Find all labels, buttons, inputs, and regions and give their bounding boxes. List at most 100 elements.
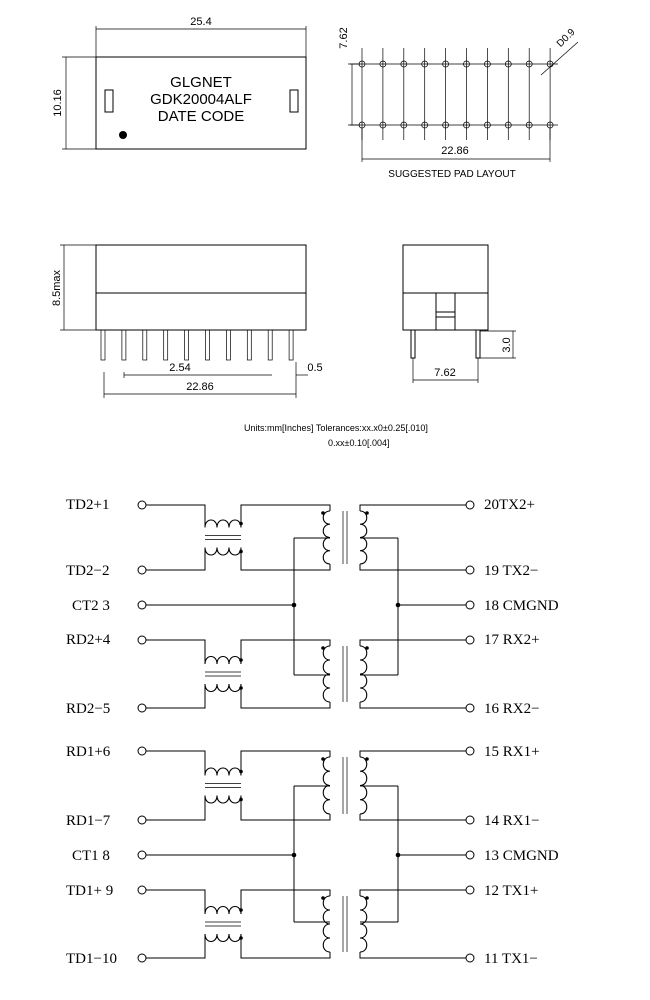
pad (379, 60, 387, 68)
pad-grid (348, 48, 558, 140)
tolerance-note-2: 0.xx±0.10[.004] (328, 438, 389, 448)
side-view-pins (100, 329, 294, 361)
tolerance-note-1: Units:mm[Inches] Tolerances:xx.x0±0.25[.… (244, 423, 428, 433)
junction-dot (395, 852, 401, 858)
right-pin-17: 17 RX2+ (484, 632, 540, 648)
side-pin (121, 329, 127, 361)
wire (240, 639, 300, 664)
pin-terminal (465, 703, 475, 713)
pin-terminal (465, 885, 475, 895)
top-view: 25.4 10.16 GLGNET GDK20004ALF DATE CODE (52, 16, 307, 150)
top-view-slot-left (104, 89, 114, 113)
polarity-dot (365, 646, 369, 650)
polarity-dot (365, 757, 369, 761)
pad (442, 60, 449, 68)
side-span-dim: 22.86 (186, 381, 214, 393)
side-pin (142, 329, 148, 361)
pad-layout: 7.62 D0.9 22.86 SUGGESTED PAD LAYOUT (338, 27, 579, 180)
center-tap-terminal (465, 850, 475, 860)
pin-terminal (137, 565, 147, 575)
end-view: 3.0 7.62 (402, 244, 516, 383)
left-pin-1: TD2+1 (66, 497, 109, 513)
wire (300, 952, 331, 959)
top-view-slot-right (289, 89, 299, 113)
polarity-dot (365, 511, 369, 515)
center-tap-terminal (137, 600, 147, 610)
coil-winding (204, 547, 242, 556)
coil-winding (204, 795, 242, 804)
pad-span-dim: 22.86 (441, 145, 469, 157)
side-pin (226, 329, 231, 361)
wire (359, 639, 466, 646)
polarity-dot (365, 896, 369, 900)
left-pin-4: RD2+4 (66, 632, 111, 648)
wire (240, 684, 300, 709)
pin-terminal (465, 565, 475, 575)
wire (359, 952, 466, 959)
right-pin-18: 18 CMGND (484, 598, 559, 614)
right-pin-13: 13 CMGND (484, 848, 559, 864)
pad (442, 121, 449, 129)
right-pin-16: 16 RX2− (484, 701, 540, 717)
pin-terminal (137, 885, 147, 895)
wire (359, 504, 466, 511)
polarity-dot (321, 896, 325, 900)
center-tap-terminal (137, 850, 147, 860)
junction-dot (291, 852, 297, 858)
marking-line-2: GDK20004ALF (150, 91, 252, 108)
side-height-dim: 8.5max (51, 269, 63, 306)
right-pin-14: 14 RX1− (484, 813, 540, 829)
coil-winding (204, 933, 242, 943)
center-tap-terminal (465, 600, 475, 610)
coil-winding (204, 767, 242, 776)
end-view-pin-right (475, 329, 481, 359)
coil-winding (322, 895, 331, 953)
right-pin-15: 15 RX1+ (484, 744, 540, 760)
end-view-body (402, 244, 489, 331)
side-pin (163, 329, 169, 361)
wire (359, 564, 466, 571)
side-pitch-dim: 2.54 (169, 362, 190, 374)
pin-terminal (137, 746, 147, 756)
pin-terminal (465, 500, 475, 510)
left-pin-5: RD2−5 (66, 701, 110, 717)
pad (525, 121, 533, 129)
top-width-dim: 25.4 (190, 16, 211, 28)
side-pin (205, 329, 210, 361)
pin-terminal (137, 815, 147, 825)
side-pin (100, 329, 106, 361)
wire (240, 750, 300, 776)
pad (463, 121, 470, 129)
side-pin (267, 329, 273, 361)
pad (504, 60, 512, 68)
coil-winding (322, 645, 331, 703)
pin1-dot (119, 131, 127, 139)
pad (379, 121, 387, 129)
wire (300, 504, 331, 511)
left-pin-2: TD2−2 (66, 563, 109, 579)
marking-line-1: GLGNET (170, 74, 232, 91)
coil-winding (204, 683, 242, 693)
left-pin-6: RD1+6 (66, 744, 111, 760)
end-row-pitch-dim: 7.62 (434, 367, 455, 379)
wire (300, 639, 331, 646)
marking-line-3: DATE CODE (158, 108, 244, 125)
left-pin-9: TD1+ 9 (66, 883, 113, 899)
end-pin-length-dim: 3.0 (501, 337, 513, 352)
wire (240, 547, 300, 571)
pad (525, 60, 533, 68)
left-pin-7: RD1−7 (66, 813, 111, 829)
left-pin-8: CT1 8 (72, 848, 110, 864)
end-view-pin-left (410, 329, 416, 359)
pin-terminal (465, 953, 475, 963)
polarity-dot (321, 757, 325, 761)
coil-winding (359, 645, 368, 703)
side-pin-dim: 0.5 (307, 362, 322, 374)
polarity-dot (321, 511, 325, 515)
coil-winding (359, 895, 368, 953)
right-pin-12: 12 TX1+ (484, 883, 538, 899)
right-pin-19: 19 TX2− (484, 563, 538, 579)
polarity-dot (321, 646, 325, 650)
wire (300, 814, 331, 821)
